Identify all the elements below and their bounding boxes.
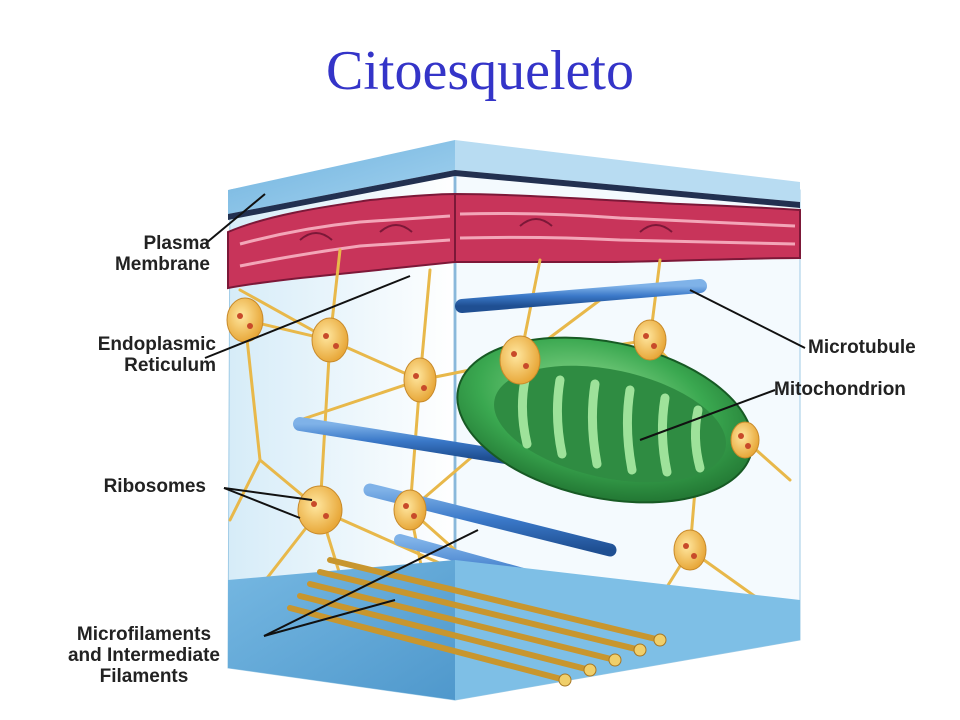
ribosomes: [237, 313, 751, 599]
endoplasmic-reticulum: [227, 192, 801, 290]
leader-lines: [204, 193, 806, 637]
microfilament-ends: [558, 633, 667, 687]
label-plasma-membrane: Plasma Membrane: [114, 233, 210, 275]
page-title: Citoesqueleto: [326, 40, 634, 102]
label-microtubule: Microtubule: [808, 337, 916, 358]
filament-nodes: [226, 297, 760, 613]
label-microfilaments: Microfilaments and Intermediate Filament…: [67, 624, 220, 687]
label-ribosomes: Ribosomes: [103, 476, 206, 497]
microfilament-bundle: [287, 557, 663, 683]
label-mitochondrion: Mitochondrion: [774, 379, 906, 400]
top-membrane: [228, 140, 800, 220]
label-endoplasmic-reticulum: Endoplasmic Reticulum: [97, 334, 216, 376]
